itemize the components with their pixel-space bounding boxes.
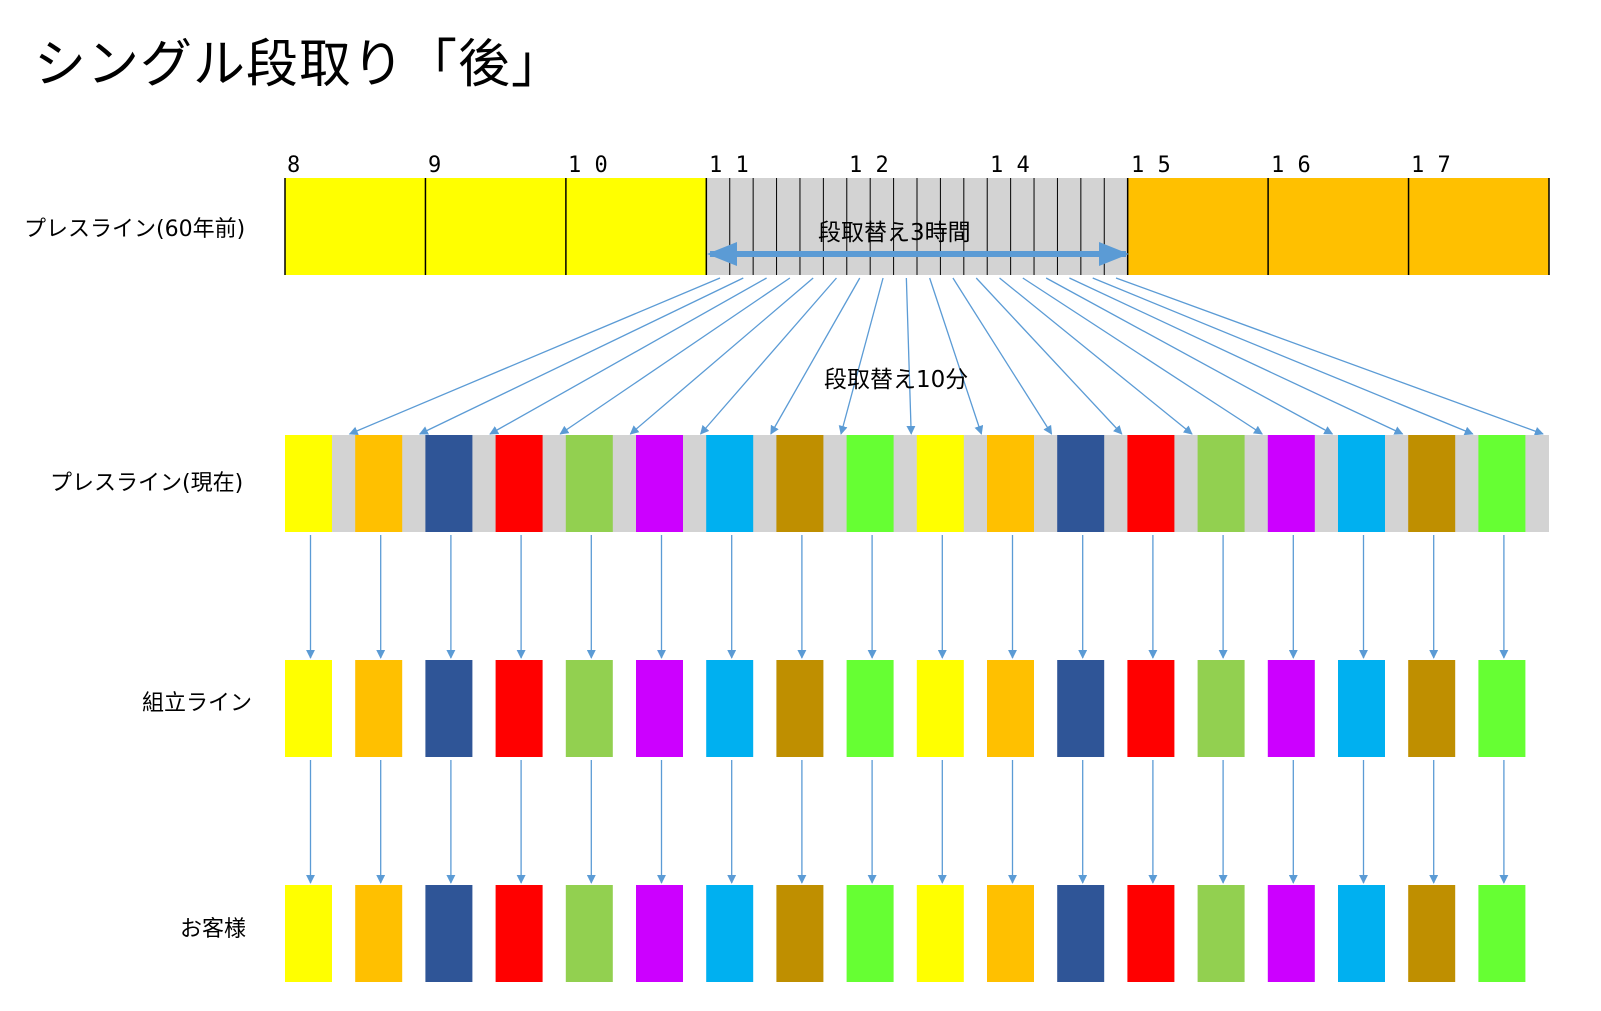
changeover-fan-arrow [418,277,744,435]
changeover-fan-arrow [929,277,984,435]
changeover-fan-arrow [952,277,1053,435]
changeover-fan-arrow [770,277,861,435]
page-title: シングル段取り「後」 [34,35,565,95]
row-label-customer: お客様 [180,917,246,942]
current-product-block [495,435,543,532]
customer-product-block [1478,885,1526,982]
changeover-fan-arrow [559,277,791,435]
assembly-product-block [1338,660,1385,757]
current-product-block [636,435,683,532]
timeline-segment-before [285,178,707,275]
changeover-fan-arrow [1022,277,1263,435]
hour-tick-label: 8 [287,153,300,178]
assembly-product-block [916,660,964,757]
customer-product-block [1408,885,1456,982]
changeover-fan-arrow [1115,277,1544,436]
changeover-fan-arrow [700,277,837,435]
customer-product-block [1197,885,1245,982]
timeline-segment-after [1127,178,1549,275]
current-product-block [1057,435,1105,532]
changeover-fan-arrow [348,277,721,436]
current-press-line [285,435,1549,532]
current-product-block [916,435,964,532]
assembly-product-block [565,660,613,757]
customer-product-block [425,885,473,982]
assembly-product-block [846,660,894,757]
assembly-product-block [776,660,824,757]
changeover-fan-arrow [1092,277,1474,436]
assembly-product-block [1478,660,1526,757]
current-product-block [355,435,403,532]
current-product-block [1267,435,1315,532]
current-product-block [285,435,332,532]
customer-product-block [987,885,1034,982]
current-product-block [565,435,613,532]
hour-tick-label: 1 6 [1271,153,1311,178]
current-product-block [987,435,1034,532]
assembly-product-block [1408,660,1456,757]
customer-product-block [1127,885,1175,982]
changeover-fan-arrow [905,277,916,435]
changeover-old-label: 段取替え3時間 [818,220,971,246]
assembly-product-block [1057,660,1105,757]
customer-product-block [285,885,332,982]
changeover-fan-arrow [838,277,884,435]
assembly-product-block [1267,660,1315,757]
customer-product-block [565,885,613,982]
changeover-fan-arrow [489,277,767,435]
current-product-block [1408,435,1456,532]
hour-tick-label: 1 5 [1131,153,1171,178]
assembly-product-block [425,660,473,757]
assembly-product-block [636,660,683,757]
row-label-old-line: プレスライン(60年前) [24,217,245,242]
current-product-block [776,435,824,532]
row-label-assembly-line: 組立ライン [142,691,252,716]
changeover-fan-arrow [999,277,1193,435]
assembly-line [285,660,1526,757]
hour-tick-label: 1 4 [990,153,1030,178]
hour-tick-label: 1 7 [1411,153,1451,178]
changeover-fan-arrow [1045,277,1334,435]
customer-product-block [495,885,543,982]
hour-tick-labels: 8 9 1 0 1 1 1 2 1 4 1 5 1 6 1 7 [287,153,1451,178]
assembly-product-block [987,660,1034,757]
assembly-product-block [285,660,332,757]
changeover-fan-arrow [629,277,814,435]
current-product-block [846,435,894,532]
customer-product-block [636,885,683,982]
customer-product-block [706,885,754,982]
customer-product-block [1267,885,1315,982]
customer-product-block [776,885,824,982]
hour-tick-label: 1 0 [568,153,608,178]
assembly-product-block [1127,660,1175,757]
assembly-product-block [1197,660,1245,757]
current-product-block [1197,435,1245,532]
hour-tick-label: 1 1 [709,153,749,178]
hour-tick-label: 9 [428,153,441,178]
flow-arrows [306,535,1509,884]
current-product-block [1478,435,1526,532]
hour-tick-label: 1 2 [849,153,889,178]
customer-product-block [1057,885,1105,982]
assembly-product-block [355,660,403,757]
changeover-new-label: 段取替え10分 [824,367,968,393]
current-product-block [1127,435,1175,532]
current-product-block [706,435,754,532]
changeover-fan-arrow [975,277,1123,435]
row-label-current-line: プレスライン(現在) [50,471,243,496]
customer-product-block [355,885,403,982]
assembly-product-block [495,660,543,757]
assembly-product-block [706,660,754,757]
customer-product-block [1338,885,1385,982]
changeover-fan-arrow [1069,277,1404,435]
fan-out-arrows [348,277,1544,436]
current-product-block [425,435,473,532]
current-product-block [1338,435,1385,532]
customer-product-block [846,885,894,982]
customer-product-block [916,885,964,982]
customer-row [285,885,1526,982]
